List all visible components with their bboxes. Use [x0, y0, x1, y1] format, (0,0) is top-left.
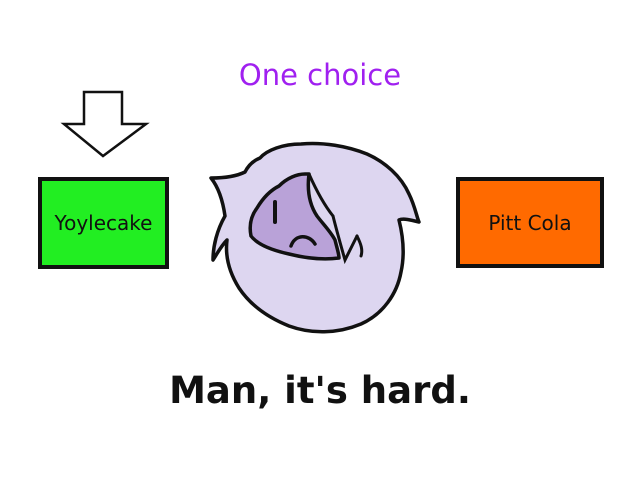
choice-pitt-cola-button[interactable]: Pitt Cola: [456, 177, 604, 268]
caption-text: Man, it's hard.: [169, 369, 471, 412]
down-arrow-icon: [60, 90, 150, 158]
choice-yoylecake-button[interactable]: Yoylecake: [38, 177, 169, 269]
choice-yoylecake-label: Yoylecake: [54, 211, 153, 235]
character-face-icon: [209, 141, 421, 334]
choice-pitt-cola-label: Pitt Cola: [488, 210, 572, 235]
title-text: One choice: [238, 58, 402, 92]
